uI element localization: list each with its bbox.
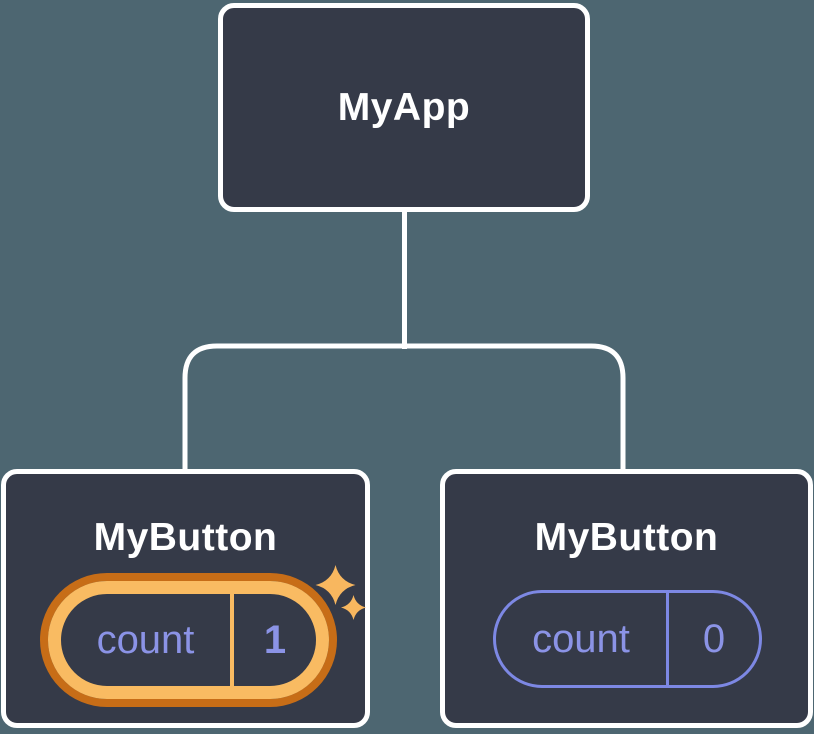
- state-pill-highlighted: count 1: [48, 581, 329, 699]
- node-myapp-label: MyApp: [337, 86, 471, 129]
- state-value: 1: [263, 618, 287, 662]
- state-name: count: [532, 617, 630, 661]
- children-bracket-line: [182, 343, 626, 475]
- state-pill-divider: [666, 593, 669, 685]
- node-mybutton-left: MyButton count 1: [1, 469, 370, 728]
- node-mybutton-right: MyButton count 0: [440, 469, 813, 728]
- node-myapp: MyApp: [218, 3, 590, 212]
- node-mybutton-right-label: MyButton: [534, 516, 719, 559]
- node-mybutton-left-label: MyButton: [93, 516, 278, 559]
- state-pill-divider: [230, 594, 234, 686]
- state-value: 0: [702, 617, 726, 661]
- state-pill-plain: count 0: [493, 590, 762, 688]
- state-name: count: [96, 618, 195, 662]
